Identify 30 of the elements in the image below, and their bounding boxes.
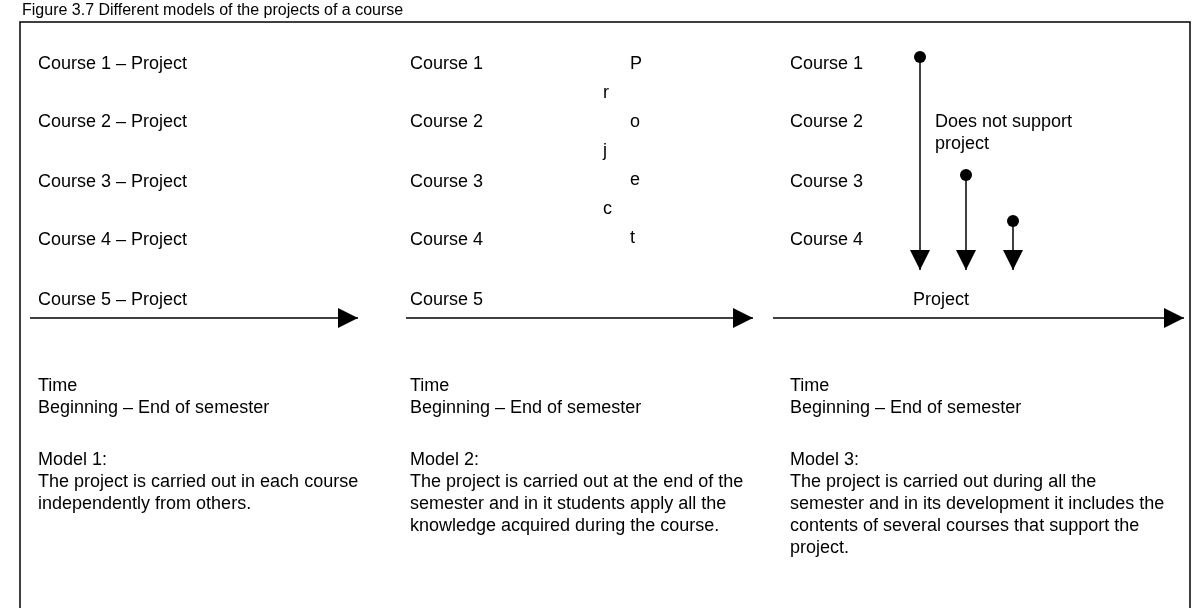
label-text: The project is carried out during all the semester and in its development it includes the contents of several courses that support the project. (790, 470, 1166, 558)
label-text: Course 3 – Project (38, 170, 189, 192)
label-text: Course 2 – Project (38, 110, 189, 132)
label-text: Beginning – End of semester (38, 396, 271, 418)
label-text: The project is carried out in each course independently from others. (38, 470, 360, 514)
label-text: Course 5 (410, 288, 485, 310)
label-text: Course 1 (790, 52, 865, 74)
label-text: Beginning – End of semester (410, 396, 643, 418)
label-text: Course 2 (410, 110, 485, 132)
label-text: Course 1 (410, 52, 485, 74)
vertical-label: Project (601, 52, 643, 249)
label-text: Course 3 (790, 170, 865, 192)
figure-title: Figure 3.7 Different models of the projects of a course (22, 0, 404, 20)
label-text: Time (410, 374, 451, 396)
label-text: Course 1 – Project (38, 52, 189, 74)
label-text: Course 5 – Project (38, 288, 189, 310)
label-text: Does not support project (935, 110, 1074, 154)
label-text: Model 2: (410, 448, 481, 470)
label-text: Model 1: (38, 448, 109, 470)
label-text: The project is carried out at the end of the semester and in it students apply all the knowledge acquired during the course. (410, 470, 745, 536)
label-text: Course 2 (790, 110, 865, 132)
label-text: Project (913, 288, 971, 310)
label-text: Time (790, 374, 831, 396)
label-text: Time (38, 374, 79, 396)
label-text: Course 4 (790, 228, 865, 250)
label-text: Course 3 (410, 170, 485, 192)
label-text: Beginning – End of semester (790, 396, 1023, 418)
label-text: Model 3: (790, 448, 861, 470)
label-text: Course 4 – Project (38, 228, 189, 250)
label-text: Course 4 (410, 228, 485, 250)
